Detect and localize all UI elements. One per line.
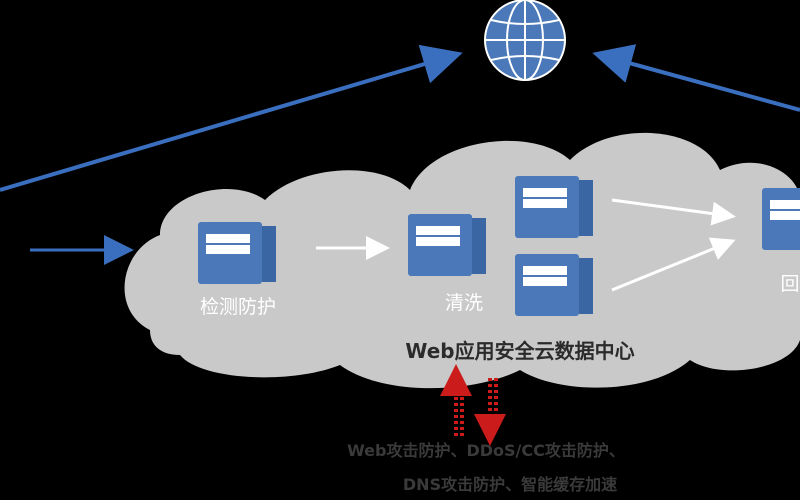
server-icon xyxy=(197,221,277,285)
globe-icon xyxy=(484,0,566,81)
server-icon xyxy=(407,213,487,277)
cloud-caption: Web应用安全云数据中心 xyxy=(405,339,634,363)
server-icon xyxy=(514,175,594,239)
server-icon xyxy=(514,253,594,317)
server-icon xyxy=(761,187,800,251)
arrow-clean-to-return-bottom xyxy=(611,237,736,292)
node-label-detect: 检测防护 xyxy=(200,296,276,318)
arrow-to-globe-right xyxy=(592,44,800,112)
footer-line-1: Web攻击防护、DDoS/CC攻击防护、 xyxy=(347,441,625,460)
arrow-to-globe-left xyxy=(0,44,463,192)
arrow-clean-to-return-top xyxy=(611,198,736,226)
node-label-clean: 清洗 xyxy=(445,292,483,314)
footer-line-2: DNS攻击防护、智能缓存加速 xyxy=(403,475,617,494)
dotted-arrow-down xyxy=(474,378,506,446)
dotted-arrow-up xyxy=(440,364,472,436)
node-label-return: 回 xyxy=(780,273,799,295)
